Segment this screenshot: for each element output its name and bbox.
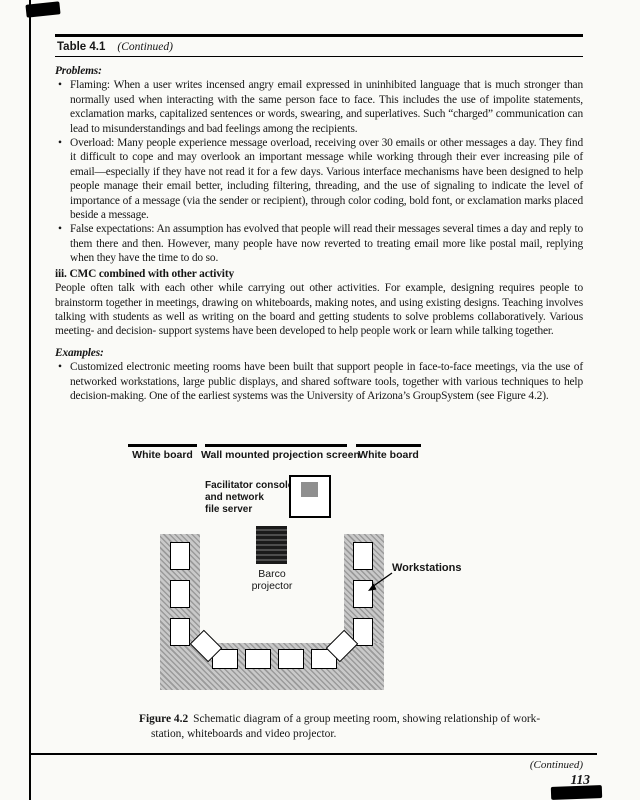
figure-caption-line2: station, whiteboards and video projector…	[151, 727, 337, 740]
workstation-monitor	[170, 542, 190, 570]
table-continued-label: (Continued)	[117, 41, 173, 53]
workstation-monitor	[170, 618, 190, 646]
figure-caption-text1: Schematic diagram of a group meeting roo…	[193, 713, 541, 725]
workstation-monitor	[212, 649, 238, 669]
page-content: Table 4.1 (Continued) Problems: Flaming:…	[55, 34, 583, 740]
facilitator-label-line1: Facilitator console	[205, 480, 294, 491]
facilitator-label-line3: file server	[205, 504, 253, 515]
whiteboard-line-left	[128, 444, 197, 447]
workstations-arrow	[368, 572, 393, 591]
facilitator-console-table	[289, 475, 331, 518]
table-body: Problems: Flaming: When a user writes in…	[55, 64, 583, 403]
workstations-label: Workstations	[392, 562, 462, 574]
problem-item-flaming: Flaming: When a user writes incensed ang…	[55, 78, 583, 136]
figure-4-2-diagram: White board Wall mounted projection scre…	[55, 438, 583, 706]
page-number: 113	[570, 772, 590, 787]
workstation-monitor	[278, 649, 304, 669]
workstation-monitor	[353, 580, 373, 608]
projection-screen-line	[205, 444, 347, 447]
figure-caption-line1: Figure 4.2 Schematic diagram of a group m…	[139, 712, 577, 727]
section-heading-cmc-other-activity: iii. CMC combined with other activity	[55, 267, 235, 280]
barco-projector-shape	[256, 526, 287, 564]
problems-heading: Problems:	[55, 65, 102, 77]
table-header: Table 4.1 (Continued)	[55, 37, 583, 56]
problem-item-overload: Overload: Many people experience message…	[55, 136, 583, 222]
table-top-rule	[55, 34, 583, 37]
footer-continued-label: (Continued)	[529, 759, 583, 771]
workstation-monitor	[353, 618, 373, 646]
whiteboard-line-right	[356, 444, 421, 447]
example-item-meeting-rooms: Customized electronic meeting rooms have…	[55, 360, 583, 403]
scan-artifact-top-left	[25, 1, 61, 18]
workstation-monitor	[245, 649, 271, 669]
facilitator-label-line2: and network	[205, 492, 264, 503]
figure-caption-number: Figure 4.2	[139, 713, 189, 725]
footer-rule	[30, 753, 597, 755]
figure-caption: Figure 4.2 Schematic diagram of a group m…	[139, 712, 577, 741]
whiteboard-label-left: White board	[132, 449, 193, 461]
workstation-monitor	[170, 580, 190, 608]
section-body-paragraph: People often talk with each other while …	[55, 282, 583, 338]
table-number-label: Table 4.1	[57, 41, 106, 53]
scan-artifact-left-edge	[29, 0, 31, 800]
barco-label-line2: projector	[251, 580, 293, 592]
projection-screen-label: Wall mounted projection screen	[201, 449, 360, 461]
barco-projector-label: Barco projector	[236, 568, 308, 592]
examples-heading: Examples:	[55, 346, 104, 359]
facilitator-console-unit	[301, 482, 318, 497]
barco-label-line1: Barco	[258, 568, 286, 580]
facilitator-console-label: Facilitator console and network file ser…	[205, 480, 293, 516]
table-header-rule	[55, 56, 583, 57]
whiteboard-label-right: White board	[358, 449, 419, 461]
workstation-monitor	[353, 542, 373, 570]
problem-item-false-expectations: False expectations: An assumption has ev…	[55, 222, 583, 265]
